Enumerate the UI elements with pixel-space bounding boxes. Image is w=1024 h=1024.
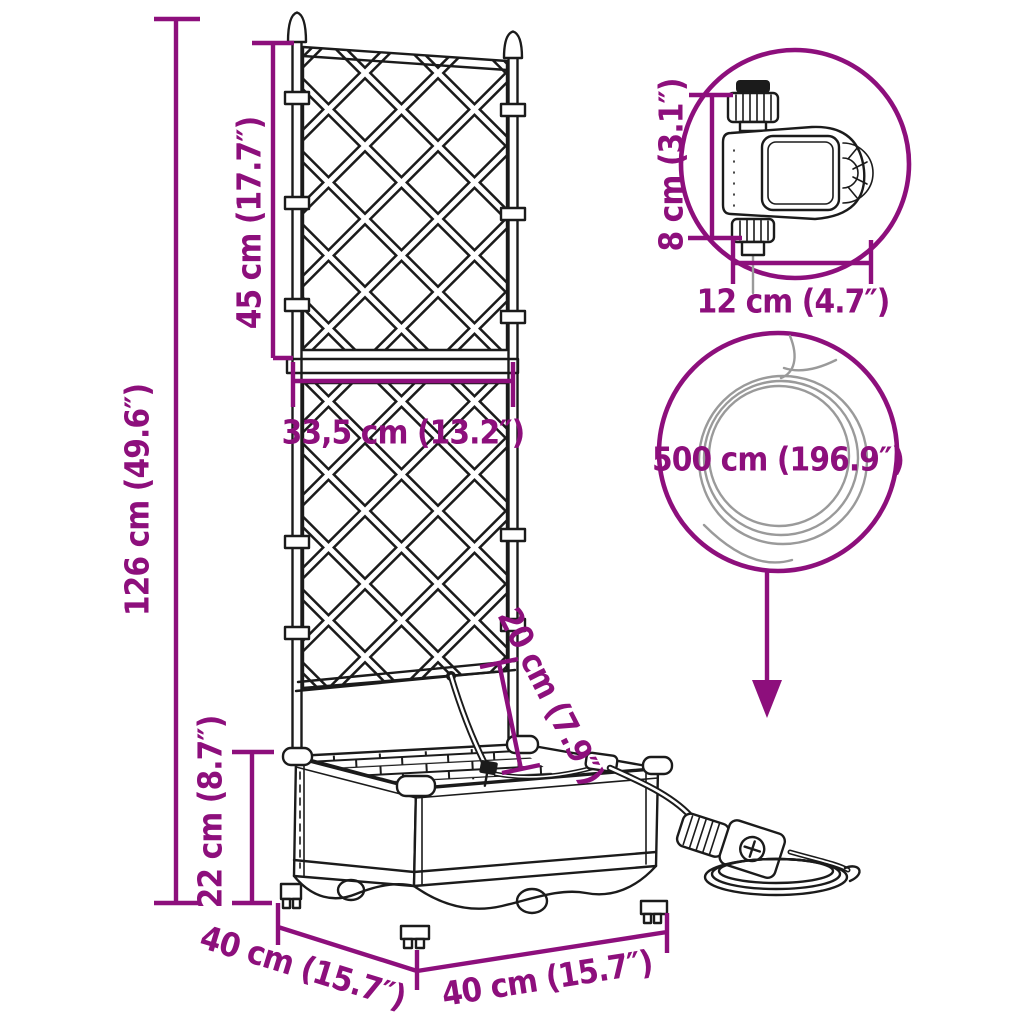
garden-hose	[584, 751, 861, 897]
hose-coil	[703, 849, 861, 897]
planter-skirt	[292, 864, 658, 915]
trellis-upper-panel	[301, 45, 509, 352]
irrigation-tube	[446, 671, 595, 787]
label-total-height: 126 cm (49.6″)	[117, 383, 157, 617]
timer-top-cap	[736, 80, 770, 93]
dim-line-timer-height	[688, 92, 742, 241]
trellis-middle-rail	[285, 357, 520, 375]
dim-line-total-height	[154, 16, 200, 906]
dripper	[479, 760, 498, 787]
timer-screen	[760, 134, 841, 212]
planter-feet	[279, 882, 669, 950]
timer-dial	[842, 142, 874, 204]
dim-line-trellis-height	[252, 40, 294, 361]
dimension-lines	[154, 16, 874, 990]
finial-right	[502, 30, 524, 60]
finial-left	[286, 11, 308, 44]
hose-detail-circle	[656, 330, 900, 574]
trellis	[283, 11, 527, 754]
dim-line-planting-depth	[479, 656, 541, 776]
dim-line-trellis-width	[290, 362, 516, 407]
label-trellis-width: 33,5 cm (13.2″)	[281, 412, 526, 452]
coiled-hose	[697, 334, 869, 564]
timer-detail-circle	[678, 47, 912, 281]
label-hose-length: 500 cm (196.9″)	[651, 439, 905, 479]
label-planter-height: 22 cm (8.7″)	[190, 715, 230, 909]
label-trellis-height: 45 cm (17.7″)	[229, 116, 269, 330]
label-timer-height: 8 cm (3.1″)	[651, 78, 691, 252]
dim-line-planter-width	[416, 913, 670, 974]
arrow-down-icon	[752, 571, 782, 718]
dim-line-timer-width	[730, 240, 874, 284]
tap-connector	[675, 812, 787, 880]
planter-box	[279, 734, 674, 950]
dim-line-planter-height	[232, 749, 274, 906]
trellis-clips	[283, 90, 527, 641]
water-timer	[721, 80, 874, 295]
label-timer-width: 12 cm (4.7″)	[696, 281, 891, 321]
trellis-bottom-rail	[294, 659, 517, 693]
